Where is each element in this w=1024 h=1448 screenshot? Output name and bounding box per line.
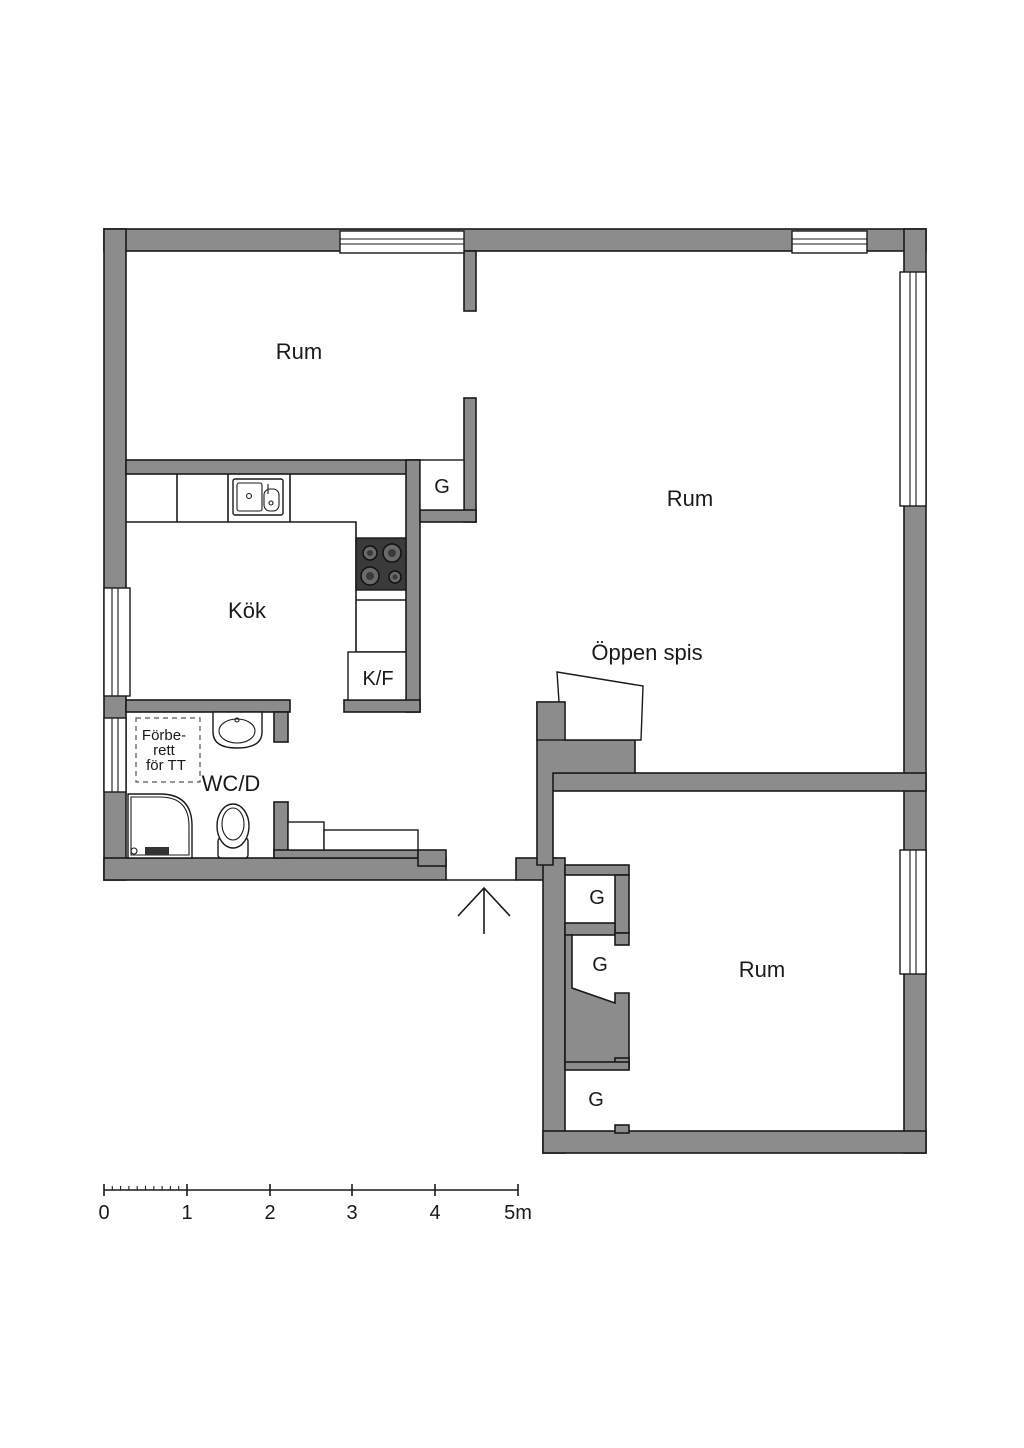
closet-label-1: G xyxy=(589,887,605,909)
closet-label-2: G xyxy=(592,954,608,976)
scale-minor-ticks xyxy=(111,1186,180,1190)
prepared-washer-area xyxy=(135,717,201,783)
room-label-rum-top-left: Rum xyxy=(276,339,322,364)
fireplace-hearth xyxy=(536,701,566,741)
windows xyxy=(103,230,927,975)
fridge-label: K/F xyxy=(362,668,393,690)
toilet-icon xyxy=(216,803,250,849)
prepared-label-line3: för TT xyxy=(146,757,186,774)
closet-kitchen-box xyxy=(419,459,465,511)
room-label-rum-bottom: Rum xyxy=(739,957,785,982)
walls xyxy=(103,228,927,1154)
sink-icon xyxy=(232,478,284,516)
room-label-wc: WC/D xyxy=(202,771,261,796)
fireplace-label: Öppen spis xyxy=(591,640,702,665)
fridge-box xyxy=(347,651,407,701)
scale-tick-5: 5m xyxy=(504,1202,532,1224)
prepared-label-line2: rett xyxy=(153,742,176,759)
scale-tick-4: 4 xyxy=(429,1202,440,1224)
scale-tick-3: 3 xyxy=(346,1202,357,1224)
kitchen-fixtures xyxy=(126,459,465,701)
shower-icon xyxy=(127,793,193,859)
scale-tick-2: 2 xyxy=(264,1202,275,1224)
entrance-arrow-icon xyxy=(457,886,511,934)
closet-label-3: G xyxy=(588,1089,604,1111)
closet-label-kitchen: G xyxy=(434,476,450,498)
scale-bar xyxy=(103,1184,519,1196)
room-label-rum-large: Rum xyxy=(667,486,713,511)
scale-tick-0: 0 xyxy=(98,1202,109,1224)
bathroom-fixtures xyxy=(127,711,419,859)
prepared-label-line1: Förbe- xyxy=(142,727,186,744)
room-label-kok: Kök xyxy=(228,598,267,623)
fireplace-icon xyxy=(556,671,644,741)
scale-tick-1: 1 xyxy=(181,1202,192,1224)
fireplace xyxy=(536,671,644,741)
